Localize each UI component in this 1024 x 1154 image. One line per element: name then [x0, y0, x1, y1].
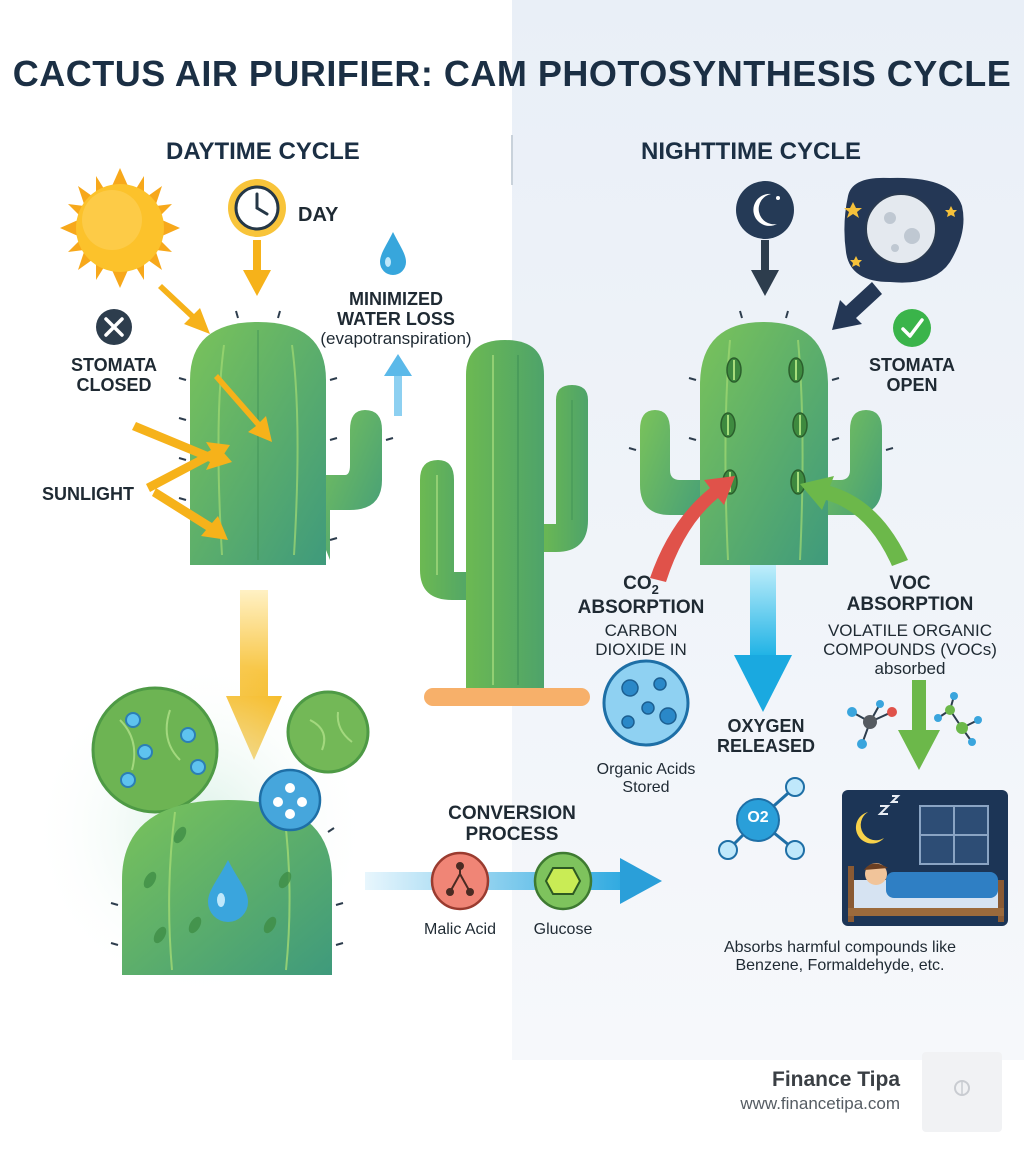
center-cactus: [420, 340, 590, 706]
bed-icon: [842, 790, 1008, 926]
footer-brand: Finance Tipa: [772, 1068, 900, 1091]
logo-icon: [922, 1052, 1002, 1132]
co2-absorption-word: ABSORPTION: [577, 597, 705, 618]
glucose-icon: [533, 851, 593, 911]
conversion-title: CONVERSION PROCESS: [448, 803, 576, 846]
sun-ray-arrows: [132, 284, 272, 540]
conversion-cactus: [30, 660, 370, 1000]
voc-down-arrow: [898, 680, 940, 770]
molecule-icon: [847, 700, 897, 749]
footer-url[interactable]: www.financetipa.com: [740, 1094, 900, 1113]
o2-symbol: O2: [747, 809, 769, 826]
water-loss-note: (evapotranspiration): [320, 329, 472, 348]
stomata-open-label: STOMATA OPEN: [869, 355, 955, 396]
moon-ray-arrow: [832, 282, 882, 330]
moon-down-arrow: [751, 240, 779, 296]
water-loss-label: MINIMIZED WATER LOSS: [337, 289, 455, 330]
voc-note: VOLATILE ORGANIC COMPOUNDS (VOCs) absorb…: [823, 621, 997, 679]
co2-arrow: [650, 476, 735, 582]
water-up-arrow: [384, 354, 412, 416]
malic-acid-icon: [430, 851, 490, 911]
sunlight-label: SUNLIGHT: [42, 484, 134, 504]
oxygen-released-label: OXYGEN RELEASED: [716, 716, 815, 757]
organic-acids-label: Organic Acids Stored: [596, 761, 696, 796]
co2-note: CARBON DIOXIDE IN: [595, 621, 687, 660]
check-icon: [893, 309, 931, 347]
water-drop-icon: [380, 232, 406, 275]
stomata-closed-label: STOMATA CLOSED: [71, 355, 157, 396]
day-label: DAY: [298, 204, 339, 226]
sun-icon: [60, 168, 180, 288]
clock-down-arrow: [243, 240, 271, 296]
o2-down-arrow: [734, 565, 792, 712]
o2-molecule-icon: [718, 777, 805, 860]
co2-formula: CO: [623, 573, 652, 594]
co2-subscript: 2: [651, 581, 659, 597]
page-title: CACTUS AIR PURIFIER: CAM PHOTOSYNTHESIS …: [12, 53, 1012, 94]
conversion-arrow: [365, 851, 662, 911]
daytime-heading: DAYTIME CYCLE: [166, 138, 360, 165]
moon-icon: [736, 181, 794, 239]
water-drop-icon: [208, 860, 248, 922]
voc-arrow: [800, 476, 908, 566]
close-icon: [96, 309, 132, 345]
molecule-icon: [934, 692, 982, 746]
nighttime-heading: NIGHTTIME CYCLE: [641, 138, 861, 165]
glucose-label: Glucose: [533, 921, 593, 938]
clock-icon: [228, 179, 286, 237]
voc-absorption-title: VOC ABSORPTION: [846, 573, 974, 616]
malic-acid-label: Malic Acid: [423, 921, 497, 938]
organic-acids-icon: [602, 659, 690, 747]
full-moon-icon: [844, 177, 964, 283]
harmful-compounds-label: Absorbs harmful compounds like Benzene, …: [723, 939, 957, 974]
co2-absorption-title: CO2: [566, 573, 716, 597]
